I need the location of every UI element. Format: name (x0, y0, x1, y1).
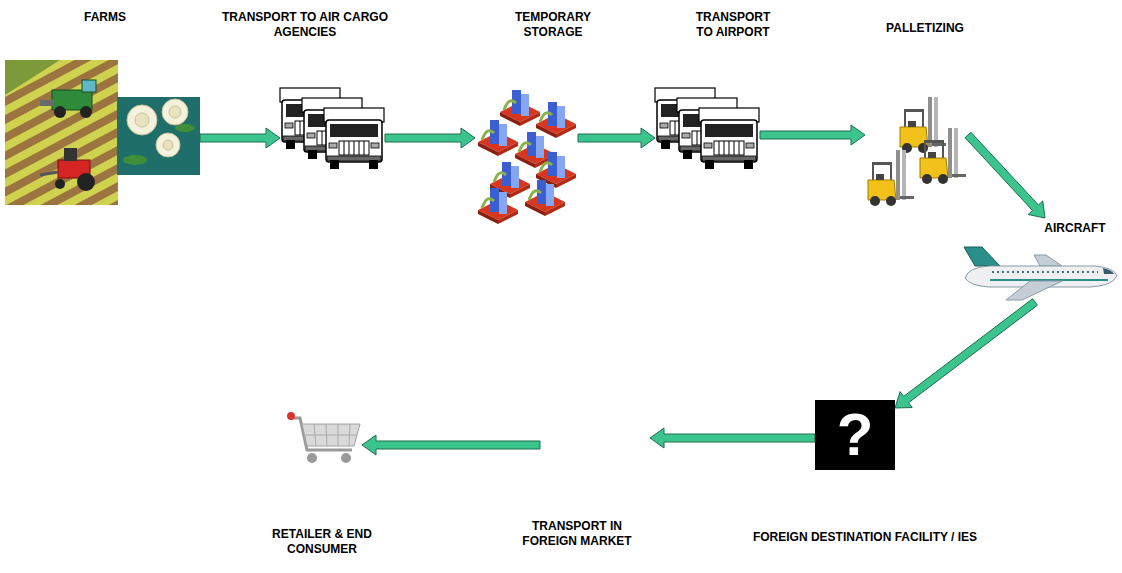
retail-stage: RETAILER & END CONSUMER (285, 410, 362, 470)
transport-stage: TRANSPORT TO AIRPORT (655, 88, 760, 168)
art-part (55, 179, 65, 189)
flow-arrow (650, 428, 815, 448)
art-part (40, 172, 58, 175)
art-part (868, 150, 914, 206)
storage-stage: TEMPORARY STORAGE (475, 85, 578, 225)
art-part (135, 113, 149, 127)
art-part (525, 180, 565, 216)
art-part (162, 99, 188, 125)
forklift-group (868, 97, 966, 206)
flow-arrow (578, 128, 655, 148)
storage-illustration (478, 90, 576, 224)
art-part (302, 424, 360, 446)
art-part (324, 108, 384, 169)
transport-stage: TRANSPORT TO AIR CARGO AGENCIES (280, 88, 385, 168)
flow-arrow (895, 299, 1037, 408)
art-part (478, 120, 518, 156)
art-part (536, 102, 576, 138)
art-part (920, 128, 966, 184)
art-part (900, 97, 946, 153)
art-part (964, 247, 1000, 266)
shopping-cart (287, 412, 360, 463)
transport-stage: TRANSPORT IN FOREIGN MARKET (540, 405, 650, 485)
palletizing-stage: PALLETIZING (865, 95, 968, 215)
stage-label: RETAILER & END CONSUMER (270, 527, 374, 557)
art-part (127, 105, 157, 135)
aircraft-illustration (964, 247, 1117, 300)
aircraft-stage: AIRCRAFT (960, 218, 1117, 302)
destination-box: ?FOREIGN DESTINATION FACILITY / IES (815, 400, 895, 470)
stage-label: PALLETIZING (865, 21, 985, 36)
stage-label: TRANSPORT TO AIRPORT (687, 10, 779, 40)
stage-label: TEMPORARY STORAGE (498, 10, 608, 40)
art-part (117, 97, 200, 175)
art-part (40, 100, 54, 106)
art-part (287, 412, 295, 420)
art-part (123, 155, 147, 165)
art-part (1034, 255, 1062, 266)
art-part (175, 124, 195, 132)
question-mark: ? (837, 405, 874, 465)
art-part (163, 140, 173, 150)
stage-label: TRANSPORT IN FOREIGN MARKET (512, 519, 642, 549)
art-part (82, 80, 96, 92)
art-part (992, 271, 1098, 273)
flow-arrow (362, 435, 540, 455)
art-part (1103, 268, 1114, 274)
farm-stage: FARMS (5, 60, 200, 205)
art-part (341, 453, 351, 463)
stage-label: FARMS (45, 10, 165, 25)
art-part (304, 435, 357, 436)
art-part (5, 60, 118, 205)
farm-illustration (5, 60, 200, 205)
art-part (169, 106, 181, 118)
art-part (77, 173, 95, 191)
art-part (478, 188, 518, 224)
truck-group (655, 88, 759, 169)
art-part (156, 133, 180, 157)
stage-label: TRANSPORT TO AIR CARGO AGENCIES (208, 10, 403, 40)
art-part (54, 106, 66, 118)
art-part (64, 148, 77, 161)
stage-label: AIRCRAFT (1025, 221, 1122, 236)
art-part (699, 108, 759, 169)
flow-arrow (385, 128, 475, 148)
flow-arrow (965, 132, 1045, 218)
flow-arrow (200, 128, 280, 148)
truck-group (280, 88, 384, 169)
art-part (500, 90, 540, 126)
art-part (80, 106, 92, 118)
art-part (1006, 281, 1062, 300)
art-part (5, 60, 118, 205)
art-part (307, 453, 317, 463)
stage-label: FOREIGN DESTINATION FACILITY / IES (715, 530, 1015, 545)
flow-arrow (760, 125, 865, 145)
